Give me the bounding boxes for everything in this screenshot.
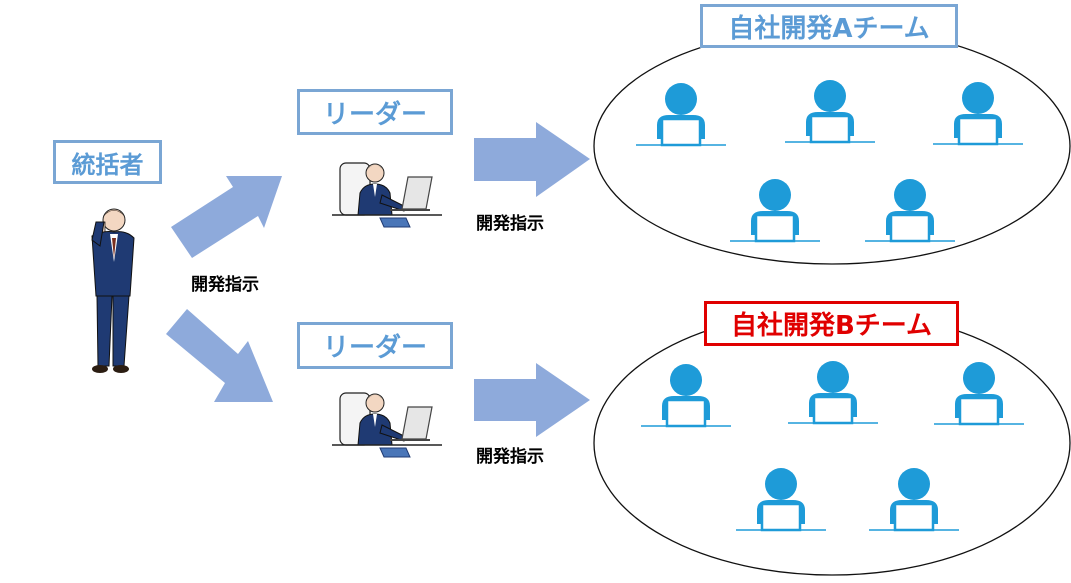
team-b-label: 自社開発Bチーム — [704, 301, 959, 346]
instruction-label: 開発指示 — [476, 447, 544, 467]
team-b-member — [867, 466, 961, 532]
arrow-to-leader-a — [171, 176, 282, 258]
arrow-to-team-a — [474, 122, 590, 197]
instruction-label: 開発指示 — [191, 275, 259, 295]
team-a-member — [863, 177, 957, 243]
team-a-member — [783, 78, 877, 144]
team-b-member — [932, 360, 1026, 426]
team-a-member — [931, 80, 1025, 146]
arrow-to-leader-b — [166, 309, 273, 402]
team-a-member — [728, 177, 822, 243]
team-a-label: 自社開発Aチーム — [700, 4, 958, 48]
arrow-to-team-b — [474, 363, 590, 437]
team-a-member — [634, 81, 728, 147]
supervisor-label: 統括者 — [53, 140, 162, 184]
leader-a-figure — [331, 162, 443, 228]
leader-b-figure — [331, 392, 443, 458]
instruction-label: 開発指示 — [476, 214, 544, 234]
team-b-member — [786, 359, 880, 425]
supervisor-figure — [91, 208, 135, 373]
team-b-member — [734, 466, 828, 532]
leader-label: リーダー — [297, 89, 453, 135]
team-b-member — [639, 362, 733, 428]
team-b-ellipse — [593, 310, 1071, 576]
leader-label: リーダー — [297, 322, 453, 369]
